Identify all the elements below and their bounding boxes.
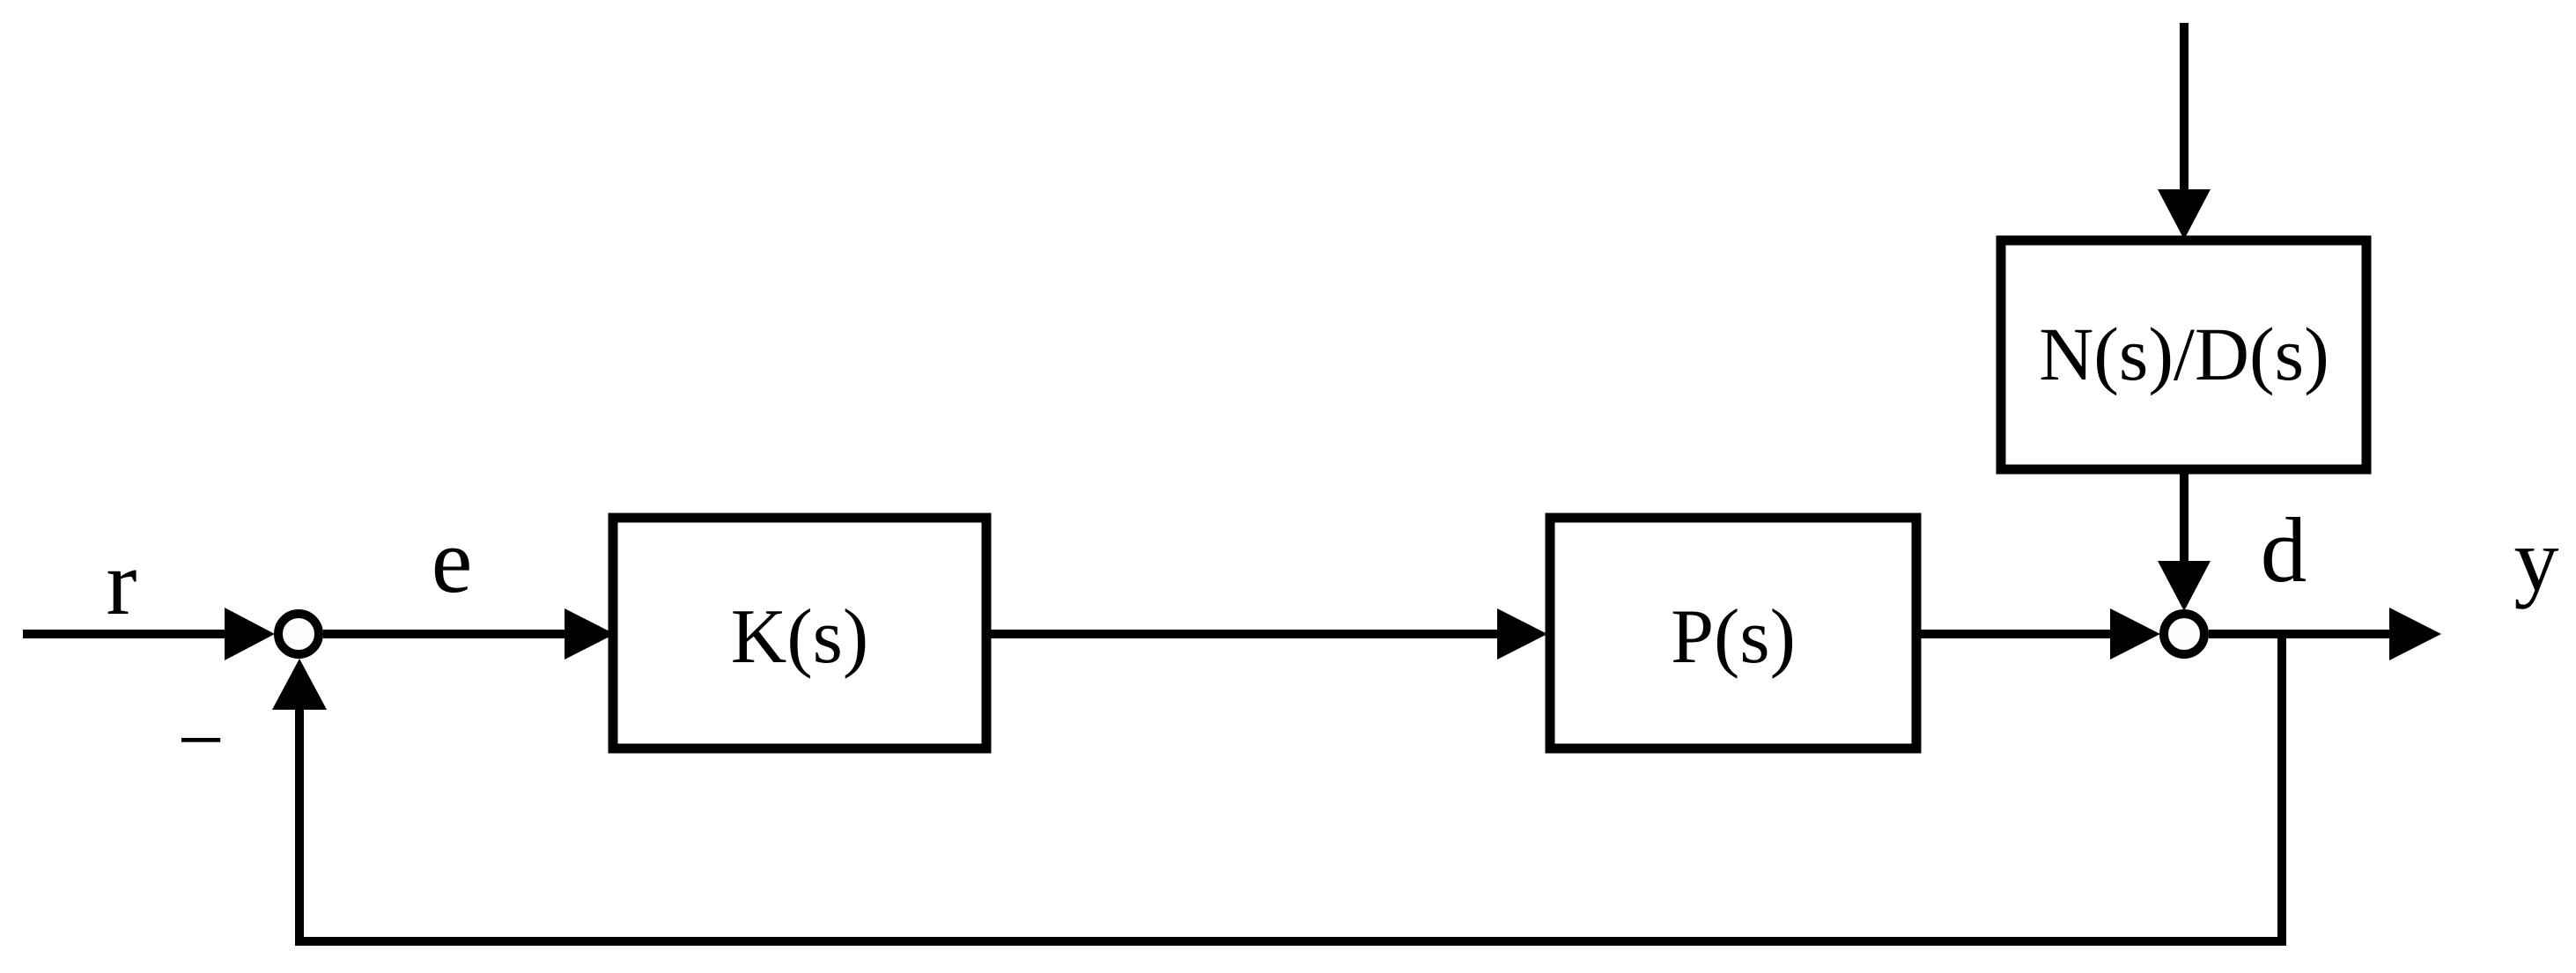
arrowhead-into-sum2-top-icon	[2158, 561, 2211, 611]
arrowhead-into-plant-icon	[1497, 608, 1547, 660]
wire-feedback-path	[295, 634, 2286, 946]
label-feedback-sign: −	[177, 693, 225, 786]
label-error-signal: e	[432, 509, 473, 612]
arrowhead-into-controller-icon	[565, 608, 615, 660]
arrowhead-into-sum2-left-icon	[2110, 608, 2160, 660]
sum-junction-2	[2159, 609, 2209, 659]
label-output-signal: y	[2514, 511, 2559, 610]
labels-group: r e − K(s) P(s) N(s)/D(s) d y	[107, 312, 2559, 786]
disturbance-model-block-label: N(s)/D(s)	[2039, 312, 2329, 396]
label-reference-signal: r	[107, 531, 137, 634]
plant-block	[1545, 512, 1922, 754]
label-disturbance-signal: d	[2261, 498, 2307, 601]
plant-block-label: P(s)	[1671, 594, 1796, 680]
arrowhead-into-disturbance-block-icon	[2158, 189, 2211, 240]
arrowhead-into-sum1-icon	[225, 608, 275, 660]
arrowheads-group	[225, 189, 2441, 710]
arrowhead-output-icon	[2389, 608, 2441, 660]
wires-group	[23, 23, 2392, 946]
controller-block-label: K(s)	[731, 594, 868, 680]
disturbance-model-block	[1996, 235, 2372, 475]
arrowhead-feedback-into-sum1-icon	[272, 659, 327, 710]
sum-junction-1	[274, 609, 323, 659]
